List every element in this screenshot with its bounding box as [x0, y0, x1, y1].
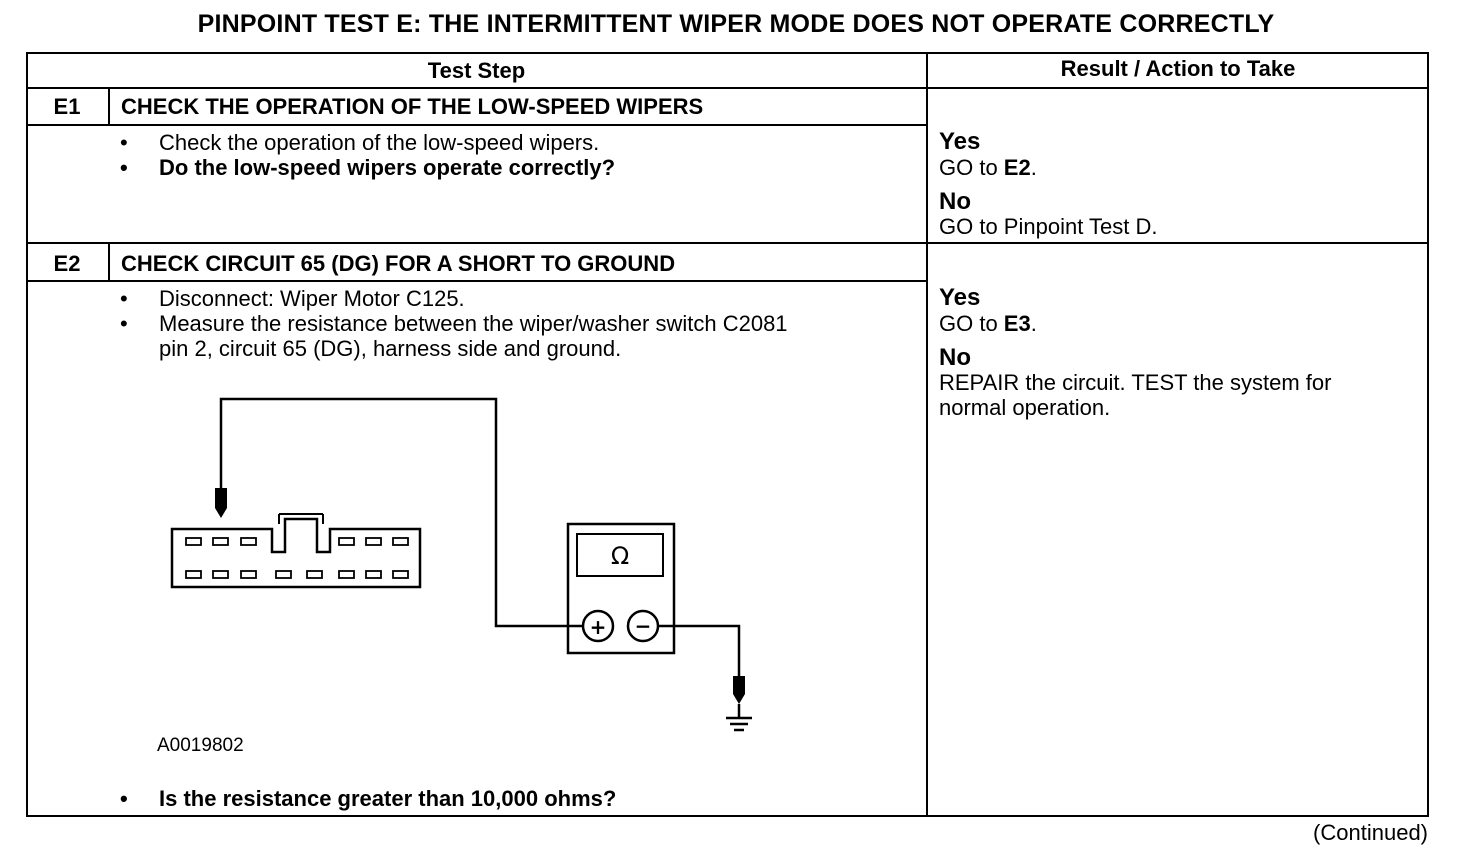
e1-yes-action: GO to E2.	[939, 155, 1037, 180]
e2-yes-prefix: GO to	[939, 311, 1004, 336]
figure-id: A0019802	[157, 735, 244, 756]
e1-no-label: No	[939, 188, 971, 215]
table-frame	[26, 52, 1429, 817]
e1-e2-divider	[26, 242, 1429, 244]
header-test-step: Test Step	[427, 58, 526, 83]
bullet-glyph: •	[120, 311, 128, 336]
probe-tip-ground	[733, 676, 745, 704]
step-heading-e2: CHECK CIRCUIT 65 (DG) FOR A SHORT TO GRO…	[121, 251, 676, 276]
connector-c2081	[170, 513, 422, 589]
e1-heading-divider	[26, 124, 927, 126]
e2-no-label: No	[939, 344, 971, 371]
e2-yes-action: GO to E3.	[939, 311, 1037, 336]
e1-yes-prefix: GO to	[939, 155, 1004, 180]
step-id-e1: E1	[53, 94, 81, 119]
e1-yes-label: Yes	[939, 128, 981, 155]
bullet-glyph: •	[120, 786, 128, 811]
e2-bullet-2: Measure the resistance between the wiper…	[159, 311, 788, 336]
e2-heading-divider	[26, 280, 927, 282]
e1-no-action: GO to Pinpoint Test D.	[939, 214, 1158, 239]
e2-no-action-line2: normal operation.	[939, 395, 1111, 420]
e2-bullet-2-cont: pin 2, circuit 65 (DG), harness side and…	[159, 336, 622, 361]
e2-yes-suffix: .	[1030, 311, 1037, 336]
header-divider	[26, 87, 1429, 89]
page-title: PINPOINT TEST E: THE INTERMITTENT WIPER …	[197, 10, 1275, 38]
e1-yes-suffix: .	[1030, 155, 1037, 180]
e1-yes-target: E2	[1003, 155, 1031, 180]
plus-terminal-icon: +	[590, 615, 607, 639]
connector-pins	[185, 537, 409, 579]
header-result-action: Result / Action to Take	[1060, 56, 1296, 81]
e1-bullet-2: Do the low-speed wipers operate correctl…	[159, 155, 616, 180]
probe-tip-connector	[215, 488, 227, 518]
continued-note: (Continued)	[1313, 820, 1428, 845]
e2-no-action-line1: REPAIR the circuit. TEST the system for	[939, 370, 1332, 395]
bullet-glyph: •	[120, 130, 128, 155]
e2-question: Is the resistance greater than 10,000 oh…	[159, 786, 617, 811]
e2-bullet-1: Disconnect: Wiper Motor C125.	[159, 286, 465, 311]
bullet-glyph: •	[120, 286, 128, 311]
test-lead-negative	[658, 624, 741, 676]
ohmmeter	[566, 522, 676, 655]
step-id-e2: E2	[53, 251, 81, 276]
column-divider	[926, 52, 928, 817]
ground-icon	[726, 704, 752, 732]
step-id-divider-e2	[108, 243, 110, 281]
test-lead-positive	[219, 397, 583, 628]
e2-yes-target: E3	[1003, 311, 1031, 336]
step-id-divider-e1	[108, 88, 110, 125]
e2-yes-label: Yes	[939, 284, 981, 311]
step-heading-e1: CHECK THE OPERATION OF THE LOW-SPEED WIP…	[121, 94, 704, 119]
bullet-glyph: •	[120, 155, 128, 180]
e1-bullet-1: Check the operation of the low-speed wip…	[159, 130, 600, 155]
ohm-symbol: Ω	[611, 542, 629, 570]
minus-terminal-icon: −	[635, 614, 652, 638]
